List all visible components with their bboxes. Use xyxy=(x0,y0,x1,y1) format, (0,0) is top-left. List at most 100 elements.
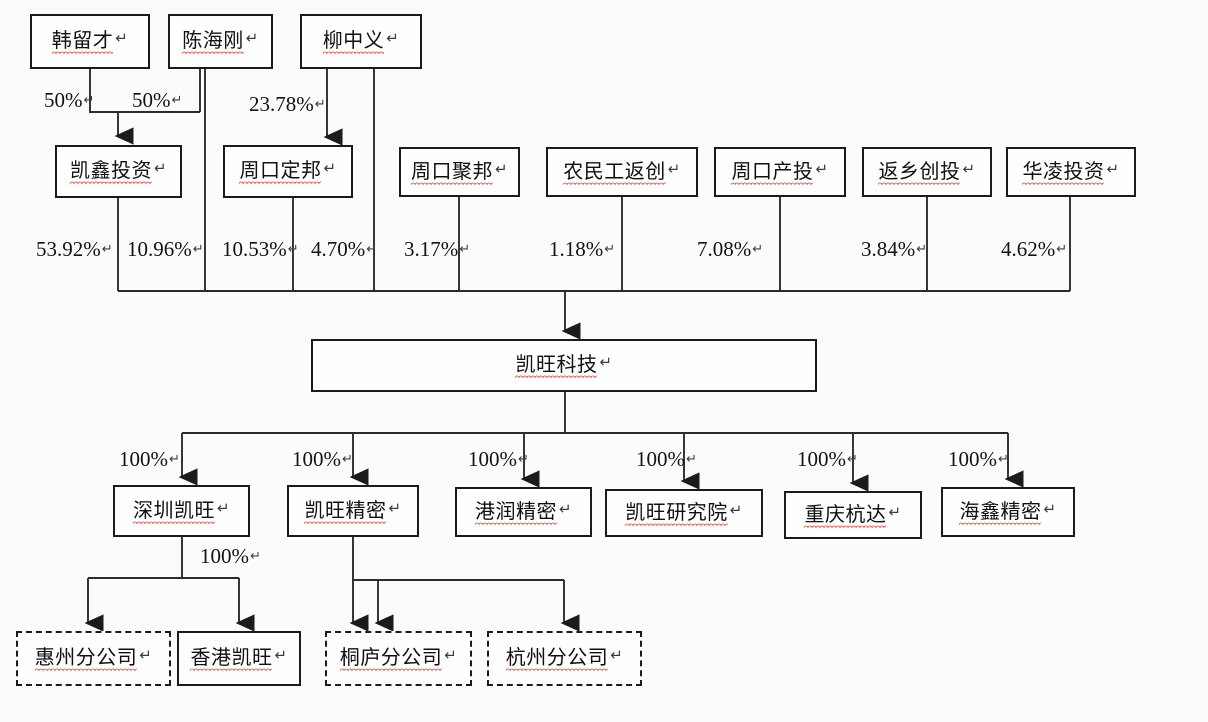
node-label: 桐庐分公司↵ xyxy=(339,645,458,671)
return-mark-icon: ↵ xyxy=(101,242,113,257)
percentage-value: 100% xyxy=(636,447,685,471)
node-label: 凯旺研究院↵ xyxy=(625,499,743,526)
percentage-value: 7.08% xyxy=(697,237,752,261)
percentage-label-chantou-pct: 7.08%↵ xyxy=(697,237,763,262)
percentage-label-szkaiwang-branch-pct: 100%↵ xyxy=(200,544,261,569)
node-huizhou-fengongsi[interactable]: 惠州分公司↵ xyxy=(16,631,171,686)
node-label: 凯鑫投资↵ xyxy=(69,158,168,184)
return-mark-icon: ↵ xyxy=(1056,242,1068,257)
node-hualing-touzi[interactable]: 华凌投资↵ xyxy=(1006,147,1136,197)
node-fanxiang-chuangtou[interactable]: 返乡创投↵ xyxy=(862,147,992,197)
percentage-label-chen-to-kaixin: 50%↵ xyxy=(132,88,182,113)
node-nongmingong-fanchuang[interactable]: 农民工返创↵ xyxy=(546,147,698,197)
node-label: 柳中义↵ xyxy=(322,28,400,54)
return-mark-icon: ↵ xyxy=(686,452,697,467)
percentage-value: 4.62% xyxy=(1001,237,1056,261)
node-chongqing-hangda[interactable]: 重庆杭达↵ xyxy=(784,491,922,539)
node-label: 深圳凯旺↵ xyxy=(132,497,231,524)
return-mark-icon: ↵ xyxy=(752,242,764,257)
node-kaiwang-keji[interactable]: 凯旺科技↵ xyxy=(311,339,817,392)
node-liuzhongyi[interactable]: 柳中义↵ xyxy=(300,14,422,69)
return-mark-icon: ↵ xyxy=(604,242,616,257)
percentage-label-liu-to-dingbang: 23.78%↵ xyxy=(249,92,326,117)
percentage-label-kwyanjiuyuan-pct: 100%↵ xyxy=(636,447,697,472)
percentage-value: 100% xyxy=(797,447,846,471)
node-label: 华凌投资↵ xyxy=(1022,158,1120,185)
node-shenzhen-kaiwang[interactable]: 深圳凯旺↵ xyxy=(113,485,250,537)
node-kaiwang-yanjiuyuan[interactable]: 凯旺研究院↵ xyxy=(605,489,763,537)
percentage-label-han-to-kaixin: 50%↵ xyxy=(44,88,94,113)
node-label: 周口定邦↵ xyxy=(239,158,337,184)
node-hangzhou-fengongsi[interactable]: 杭州分公司↵ xyxy=(487,631,642,686)
percentage-value: 50% xyxy=(132,88,171,112)
node-label: 杭州分公司↵ xyxy=(505,645,624,671)
node-label: 重庆杭达↵ xyxy=(804,501,902,528)
percentage-value: 100% xyxy=(200,544,249,568)
node-label: 返乡创投↵ xyxy=(878,158,976,185)
percentage-value: 3.17% xyxy=(404,237,459,261)
return-mark-icon: ↵ xyxy=(459,242,471,257)
percentage-label-cqhangda-pct: 100%↵ xyxy=(797,447,858,472)
percentage-label-fanxiang-pct: 3.84%↵ xyxy=(861,237,927,262)
percentage-value: 53.92% xyxy=(36,237,101,261)
percentage-value: 100% xyxy=(468,447,517,471)
percentage-value: 100% xyxy=(948,447,997,471)
percentage-label-dingbang-pct: 10.53%↵ xyxy=(222,237,299,262)
node-hongkong-kaiwang[interactable]: 香港凯旺↵ xyxy=(177,631,301,686)
return-mark-icon: ↵ xyxy=(518,452,529,467)
return-mark-icon: ↵ xyxy=(314,97,326,112)
return-mark-icon: ↵ xyxy=(998,452,1009,467)
node-label: 惠州分公司↵ xyxy=(34,645,153,671)
percentage-label-nmgfanchuang-pct: 1.18%↵ xyxy=(549,237,615,262)
return-mark-icon: ↵ xyxy=(250,549,261,564)
node-label: 韩留才↵ xyxy=(51,28,129,54)
percentage-label-liuzhongyi-pct: 4.70%↵ xyxy=(311,237,377,262)
node-hanliucai[interactable]: 韩留才↵ xyxy=(30,14,150,69)
return-mark-icon: ↵ xyxy=(83,93,95,108)
percentage-label-haixin-pct: 100%↵ xyxy=(948,447,1009,472)
percentage-label-szkaiwang-pct: 100%↵ xyxy=(119,447,180,472)
percentage-label-gangrun-pct: 100%↵ xyxy=(468,447,529,472)
node-kaixin-touzi[interactable]: 凯鑫投资↵ xyxy=(55,145,182,198)
percentage-label-kaixin-pct: 53.92%↵ xyxy=(36,237,113,262)
return-mark-icon: ↵ xyxy=(287,242,299,257)
edge-kw-split xyxy=(352,537,564,581)
node-label: 凯旺精密↵ xyxy=(304,497,402,524)
return-mark-icon: ↵ xyxy=(342,452,353,467)
node-zhoukou-dingbang[interactable]: 周口定邦↵ xyxy=(223,145,353,198)
node-tonglu-fengongsi[interactable]: 桐庐分公司↵ xyxy=(325,631,472,686)
percentage-value: 100% xyxy=(119,447,168,471)
node-haixin-jingmi[interactable]: 海鑫精密↵ xyxy=(941,487,1075,537)
node-zhoukou-jubang[interactable]: 周口聚邦↵ xyxy=(399,147,520,197)
percentage-value: 50% xyxy=(44,88,83,112)
percentage-value: 23.78% xyxy=(249,92,314,116)
return-mark-icon: ↵ xyxy=(192,242,204,257)
percentage-label-hualing-pct: 4.62%↵ xyxy=(1001,237,1067,262)
return-mark-icon: ↵ xyxy=(847,452,858,467)
percentage-value: 3.84% xyxy=(861,237,916,261)
percentage-value: 10.53% xyxy=(222,237,287,261)
return-mark-icon: ↵ xyxy=(916,242,928,257)
node-label: 农民工返创↵ xyxy=(563,158,681,185)
percentage-label-chenhaigang-pct: 10.96%↵ xyxy=(127,237,204,262)
percentage-label-jubang-pct: 3.17%↵ xyxy=(404,237,470,262)
return-mark-icon: ↵ xyxy=(169,452,180,467)
percentage-value: 10.96% xyxy=(127,237,192,261)
node-label: 凯旺科技↵ xyxy=(515,352,613,378)
percentage-value: 4.70% xyxy=(311,237,366,261)
return-mark-icon: ↵ xyxy=(171,93,183,108)
percentage-label-kwjingmi-pct: 100%↵ xyxy=(292,447,353,472)
node-chenhaigang[interactable]: 陈海刚↵ xyxy=(168,14,273,69)
percentage-value: 100% xyxy=(292,447,341,471)
node-label: 港润精密↵ xyxy=(474,498,573,525)
node-kaiwang-jingmi[interactable]: 凯旺精密↵ xyxy=(287,485,419,537)
node-label: 香港凯旺↵ xyxy=(190,645,288,671)
edge-sz-split-left xyxy=(88,537,183,579)
node-gangrun-jingmi[interactable]: 港润精密↵ xyxy=(455,487,592,537)
node-label: 海鑫精密↵ xyxy=(959,498,1057,525)
node-label: 陈海刚↵ xyxy=(182,28,259,54)
node-zhoukou-chantou[interactable]: 周口产投↵ xyxy=(714,147,846,197)
node-label: 周口聚邦↵ xyxy=(410,158,509,185)
return-mark-icon: ↵ xyxy=(366,242,378,257)
